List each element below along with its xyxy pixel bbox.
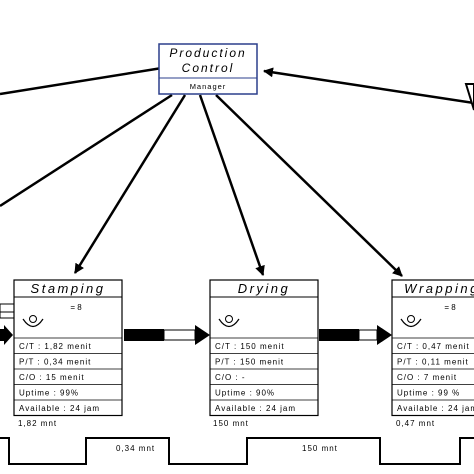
customer-icon [464,83,474,111]
info-arrow-left-lower [0,93,173,208]
push-arrow-stamping-to-drying [124,325,210,345]
process-time-stamping: 1,82 mnt [18,419,57,428]
info-arrow-from-customer [263,67,474,105]
operator-count-stamping: = 8 [70,303,82,312]
data-row-drying: Available : 24 jam [215,404,296,413]
data-row-stamping: C/T : 1,82 menit [19,342,92,351]
data-row-drying: C/O : - [215,373,246,382]
push-arrows [0,325,392,345]
info-arrow-left-top [0,66,163,96]
data-row-wrapping: Available : 24 jam [397,404,474,413]
operator-count-wrapping: = 8 [444,303,456,312]
operator-icon [22,315,44,328]
data-row-wrapping: Uptime : 99 % [397,389,460,398]
push-arrow-left-in [0,325,13,345]
process-name-drying: Drying [238,281,291,296]
data-row-stamping: P/T : 0,34 menit [19,358,91,367]
timeline-line [0,437,474,465]
data-row-wrapping: C/O : 7 menit [397,373,457,382]
production-control-subtitle: Manager [190,82,227,91]
data-row-wrapping: C/T : 0,47 menit [397,342,470,351]
process-name-stamping: Stamping [31,281,106,296]
information-flow-arrows [0,66,474,277]
data-row-drying: C/T : 150 menit [215,342,285,351]
data-row-stamping: Available : 24 jam [19,404,100,413]
process-name-wrapping: Wrapping [404,281,474,296]
wait-time-2: 150 mnt [302,444,338,453]
info-arrow-to-drying [198,94,265,276]
data-row-stamping: C/O : 15 menit [19,373,85,382]
operator-icon [400,315,422,328]
info-arrow-to-stamping [73,94,187,274]
wait-time-1: 0,34 mnt [116,444,155,453]
push-arrow-drying-to-wrapping [319,325,392,345]
data-row-wrapping: P/T : 0,11 menit [397,358,469,367]
production-control-title-1: Production [169,46,246,60]
process-time-wrapping: 0,47 mnt [396,419,435,428]
incoming-shipment-fragment [0,303,15,319]
data-row-stamping: Uptime : 99% [19,389,79,398]
production-control-title-2: Control [182,61,235,75]
info-arrow-to-wrapping [215,94,403,277]
data-row-drying: Uptime : 90% [215,389,275,398]
production-control-box[interactable]: Production Control Manager [158,43,258,95]
operator-icon [218,315,240,328]
timeline: 1,82 mnt 150 mnt 0,47 mnt 0,34 mnt 150 m… [0,419,474,465]
data-row-drying: P/T : 150 menit [215,358,284,367]
process-time-drying: 150 mnt [213,419,249,428]
